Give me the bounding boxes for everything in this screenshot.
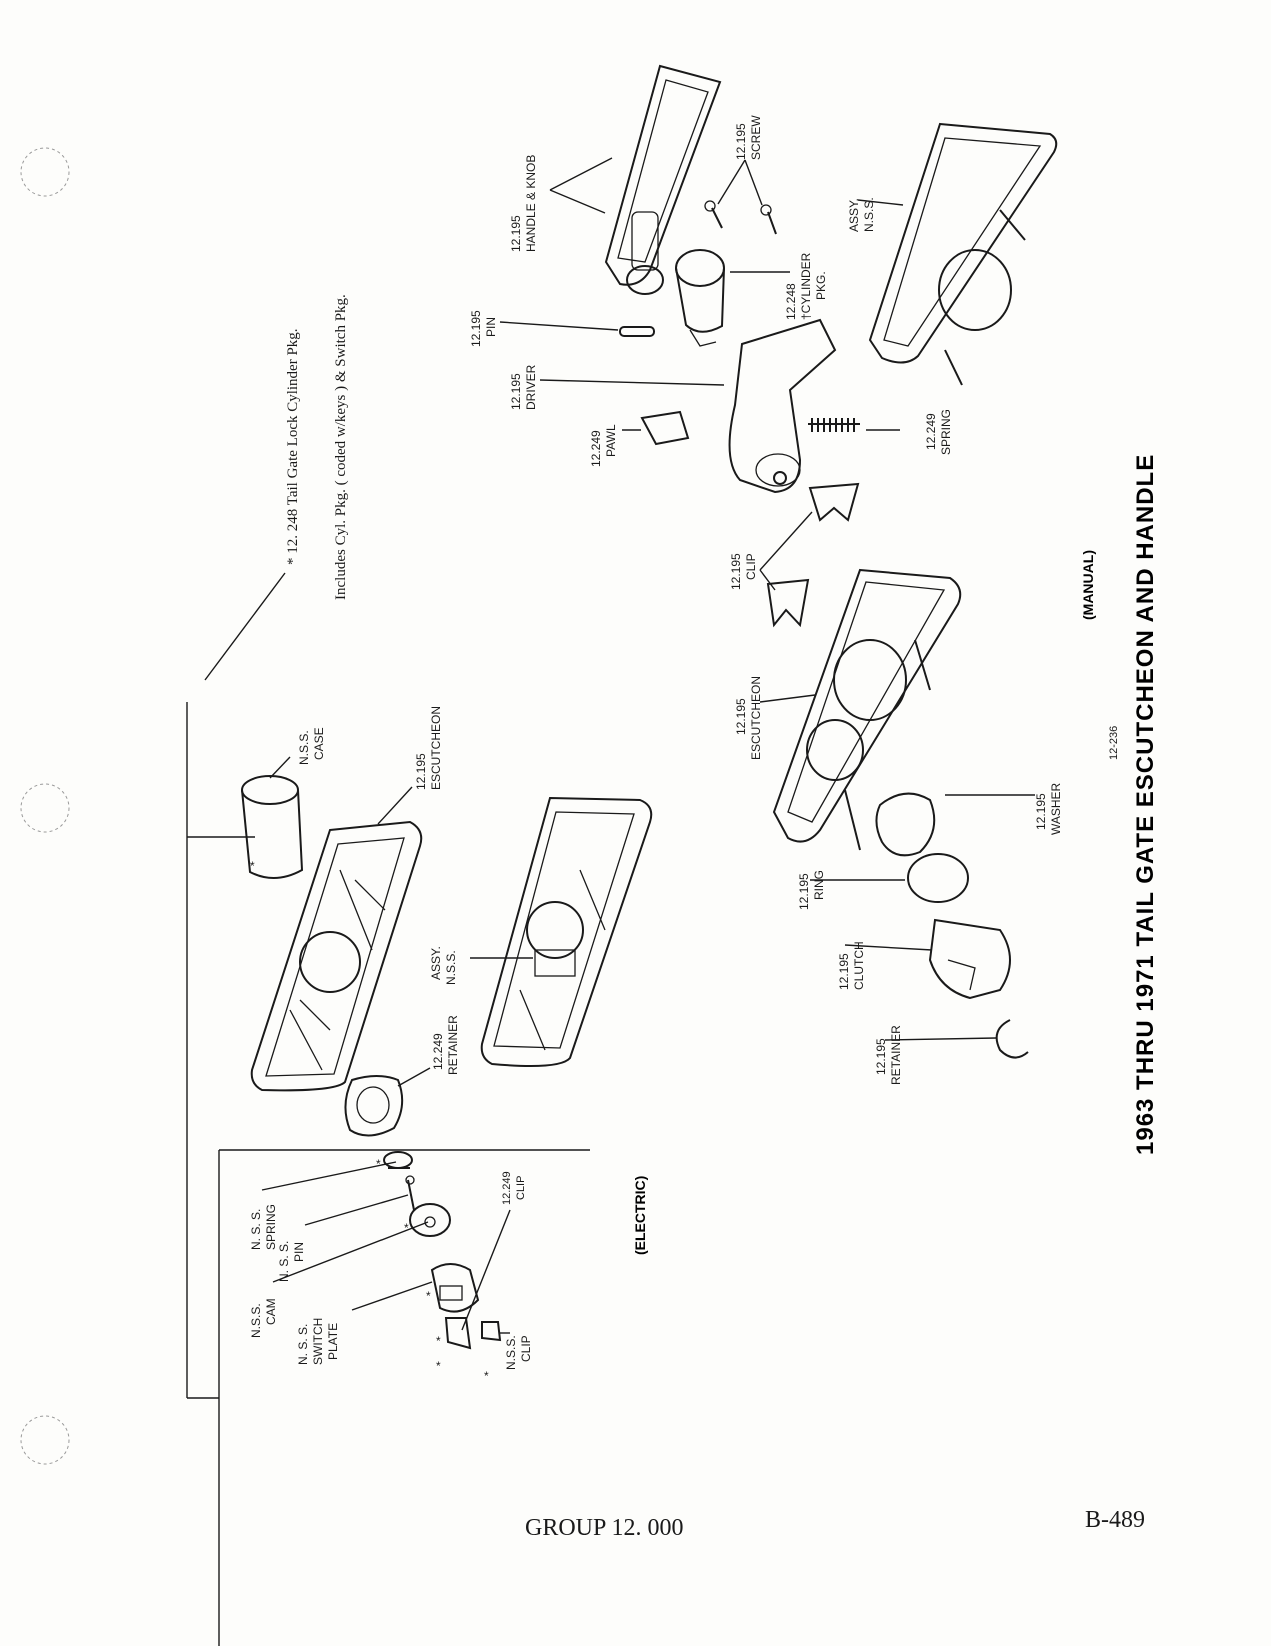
label-ring-no: 12.195 (797, 873, 811, 910)
electric-leaders (261, 756, 533, 1334)
pawl-part (640, 410, 690, 446)
label-clutch: CLUTCH (852, 941, 866, 990)
case-part (241, 775, 304, 879)
electric-labels: N.S.S. CASE 12.195 ESCUTCHEON ASSY. N.S.… (249, 706, 533, 1383)
pin-part (619, 326, 655, 337)
group-number: GROUP 12. 000 (525, 1515, 684, 1541)
label-clip-manual: CLIP (744, 553, 758, 580)
label-washer-no: 12.195 (1034, 793, 1048, 830)
clutch-part (928, 918, 1011, 1000)
label-nss-cam-1: N.S.S. (249, 1303, 263, 1338)
asterisk-nss-clip: * (484, 1369, 489, 1383)
escutcheon-manual-part (772, 568, 962, 851)
label-spring: SPRING (939, 409, 953, 455)
label-retainer-electric: RETAINER (446, 1015, 460, 1075)
ring-part (907, 853, 969, 903)
retainer-manual-part (995, 1019, 1029, 1059)
label-screw: SCREW (749, 115, 763, 160)
asterisk-switch-plate: * (426, 1289, 431, 1303)
punch-hole-middle (20, 783, 70, 833)
label-switch-plate-2: SWITCH (311, 1318, 325, 1365)
label-pawl: PAWL (604, 424, 618, 457)
clip-manual-part (766, 482, 860, 628)
label-pin: PIN (484, 317, 498, 337)
label-driver-no: 12.195 (509, 373, 523, 410)
screw-part (704, 200, 777, 235)
clip-electric-part (444, 1317, 472, 1350)
asterisk-case: * (250, 859, 255, 873)
manual-assembly-part (868, 122, 1058, 386)
driver-part (728, 318, 837, 494)
label-cylinder-no: 12.248 (784, 283, 798, 320)
label-nss-pin-2: PIN (292, 1242, 306, 1262)
asterisk-cam: * (404, 1221, 409, 1235)
diagram-title: 1963 THRU 1971 TAIL GATE ESCUTCHEON AND … (1132, 454, 1159, 1155)
punch-hole-top (20, 147, 70, 197)
label-nss-clip-2: CLIP (519, 1335, 533, 1362)
figure-number: 12-236 (1108, 726, 1120, 760)
label-nss-pin-1: N. S. S. (277, 1241, 291, 1282)
label-nss-spring-1: N. S. S. (249, 1209, 263, 1250)
label-handle-knob: HANDLE & KNOB (524, 155, 538, 252)
kit-bracket (186, 572, 590, 1646)
label-clutch-no: 12.195 (837, 953, 851, 990)
washer-part (875, 792, 936, 857)
page-number: B-489 (1085, 1507, 1145, 1533)
label-case-2: CASE (312, 727, 326, 760)
label-switch-plate-1: N. S. S. (296, 1324, 310, 1365)
nss-spring-part (383, 1151, 413, 1169)
label-screw-no: 12.195 (734, 123, 748, 160)
asterisk-clip: * (436, 1334, 441, 1348)
nss-cam-part (409, 1203, 451, 1237)
manual-labels: 12.195 HANDLE & KNOB 12.195 SCREW 12.248… (469, 115, 1063, 1085)
label-cylinder: †CYLINDER (799, 252, 813, 320)
handle-and-knob-part (604, 64, 722, 295)
nss-pin-part (405, 1175, 415, 1211)
label-assy-electric-1: ASSY. (429, 946, 443, 980)
label-ring: RING (812, 870, 826, 900)
label-pin-no: 12.195 (469, 310, 483, 347)
label-retainer-electric-no: 12.249 (431, 1033, 445, 1070)
label-clip-electric: CLIP (515, 1176, 527, 1200)
asterisk-spring: * (376, 1157, 381, 1171)
label-assy-manual-2: N.S.S. (862, 197, 876, 232)
label-nss-spring-2: SPRING (264, 1204, 278, 1250)
note-includes: Includes Cyl. Pkg. ( coded w/keys ) & Sw… (333, 294, 349, 600)
nss-clip-part (481, 1321, 502, 1342)
asterisk-clip-bottom: * (436, 1359, 441, 1373)
label-esc-electric-no: 12.195 (414, 753, 428, 790)
electric-assembly-part (480, 796, 653, 1067)
label-retainer-manual: RETAINER (889, 1025, 903, 1085)
label-switch-plate-3: PLATE (326, 1323, 340, 1360)
punch-hole-bottom (20, 1415, 70, 1465)
label-assy-manual-1: ASSY. (847, 198, 861, 232)
switch-plate-part (430, 1263, 480, 1313)
label-cylinder-pkg: PKG. (814, 271, 828, 300)
label-clip-manual-no: 12.195 (729, 553, 743, 590)
label-clip-electric-no: 12.249 (501, 1171, 513, 1205)
label-case-1: N.S.S. (297, 730, 311, 765)
manual-leaders (499, 157, 1035, 1041)
label-esc-manual-no: 12.195 (734, 698, 748, 735)
label-esc-electric: ESCUTCHEON (429, 706, 443, 790)
label-nss-cam-2: CAM (264, 1298, 278, 1325)
cylinder-part (675, 249, 725, 347)
label-retainer-manual-no: 12.195 (874, 1038, 888, 1075)
label-nss-clip-1: N.S.S. (504, 1335, 518, 1370)
label-handle-knob-no: 12.195 (509, 215, 523, 252)
escutcheon-electric-part (250, 820, 423, 1092)
spring-part (808, 418, 860, 432)
label-driver: DRIVER (524, 364, 538, 410)
label-esc-manual: ESCUTCHEON (749, 676, 763, 760)
retainer-electric-part (344, 1075, 404, 1137)
label-assy-electric-2: N.S.S. (444, 950, 458, 985)
note-cylinder-pkg: * 12. 248 Tail Gate Lock Cylinder Pkg. (285, 328, 301, 565)
section-manual: (MANUAL) (1080, 550, 1096, 620)
section-electric: (ELECTRIC) (632, 1176, 648, 1255)
label-spring-no: 12.249 (924, 413, 938, 450)
label-washer: WASHER (1049, 782, 1063, 835)
label-pawl-no: 12.249 (589, 430, 603, 467)
